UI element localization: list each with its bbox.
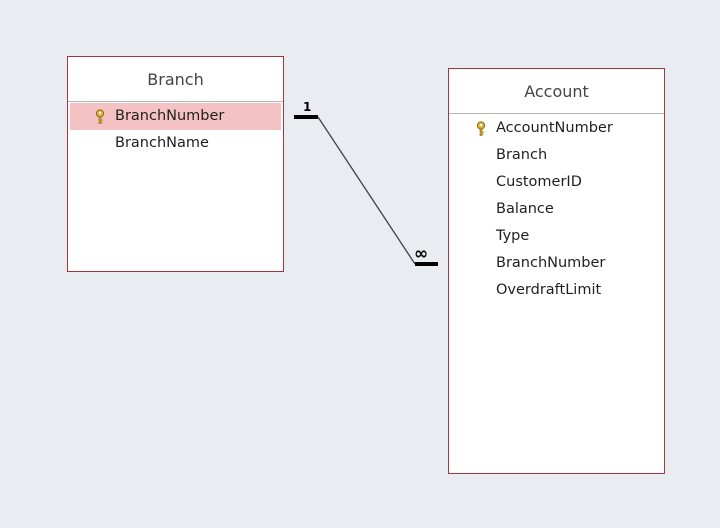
account-table[interactable]: Account AccountNumber Branch CustomerID … [448, 68, 665, 474]
branch-field-list: BranchNumber BranchName [68, 102, 283, 157]
many-cardinality-label: ∞ [414, 244, 428, 264]
branch-field-branchname[interactable]: BranchName [68, 130, 283, 157]
account-field-overdraftlimit[interactable]: OverdraftLimit [449, 277, 664, 304]
field-label: Branch [496, 147, 548, 163]
field-label: Balance [496, 201, 554, 217]
join-line [317, 116, 416, 265]
account-field-accountnumber[interactable]: AccountNumber [449, 115, 664, 142]
account-field-balance[interactable]: Balance [449, 196, 664, 223]
account-field-branch[interactable]: Branch [449, 142, 664, 169]
key-icon [476, 121, 486, 136]
branch-table-title[interactable]: Branch [68, 57, 283, 102]
one-cardinality-label: 1 [303, 100, 311, 114]
branch-table[interactable]: Branch BranchNumber BranchName [67, 56, 284, 272]
account-field-branchnumber[interactable]: BranchNumber [449, 250, 664, 277]
field-label: OverdraftLimit [496, 282, 602, 298]
account-field-customerid[interactable]: CustomerID [449, 169, 664, 196]
account-field-list: AccountNumber Branch CustomerID Balance … [449, 114, 664, 304]
field-label: BranchNumber [496, 255, 606, 271]
branch-field-branchnumber[interactable]: BranchNumber [70, 103, 281, 130]
field-label: BranchName [115, 135, 209, 151]
field-label: CustomerID [496, 174, 582, 190]
field-label: BranchNumber [115, 108, 225, 124]
key-icon [95, 109, 105, 124]
field-label: AccountNumber [496, 120, 613, 136]
account-field-type[interactable]: Type [449, 223, 664, 250]
field-label: Type [496, 228, 530, 244]
account-table-title[interactable]: Account [449, 69, 664, 114]
